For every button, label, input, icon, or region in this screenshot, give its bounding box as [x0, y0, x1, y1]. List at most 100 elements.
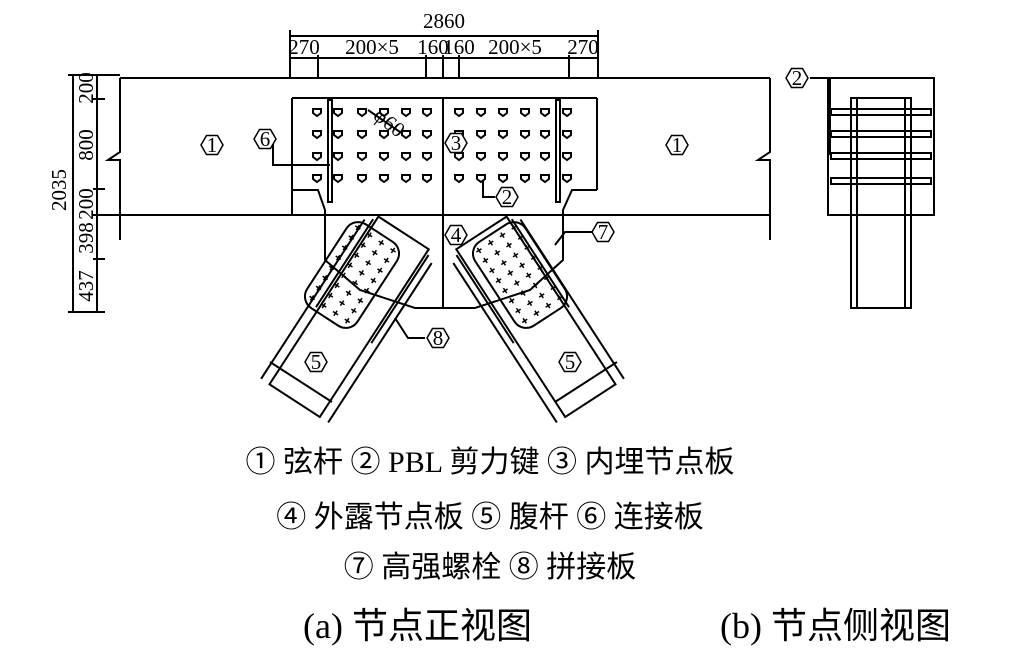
dim-seg-left: 200 — [74, 188, 98, 220]
pbl-hole — [562, 108, 572, 118]
bolt — [371, 249, 378, 256]
pbl-hole — [520, 174, 530, 184]
pbl-hole — [379, 152, 389, 162]
hole-diameter-leader — [367, 109, 401, 133]
bolt — [519, 262, 525, 269]
dim-seg-left: 200 — [74, 72, 98, 104]
bolt — [335, 254, 342, 261]
leader-splice-plate — [394, 317, 425, 339]
hexagon-tag-icon — [495, 186, 519, 208]
pbl-hole — [562, 174, 572, 184]
bolt — [502, 287, 509, 294]
web-right-break-line — [554, 361, 618, 403]
tag-connection-plate: 6 — [253, 127, 277, 151]
tag-number: 1 — [207, 133, 218, 157]
bolt — [363, 287, 370, 294]
legend-line-2: ④ 外露节点板 ⑤ 腹杆 ⑥ 连接板 — [276, 501, 704, 534]
tag-embedded-gusset: 3 — [444, 131, 468, 155]
pbl-hole — [357, 152, 367, 162]
tag-number: 3 — [451, 131, 462, 155]
tag-number: 4 — [451, 223, 462, 247]
pbl-hole — [540, 108, 550, 118]
pbl-hole — [379, 108, 389, 118]
bolt — [353, 252, 360, 259]
tag-chord-left: 1 — [200, 133, 224, 157]
bolt — [543, 274, 550, 281]
pbl-hole — [454, 108, 464, 118]
tag-number: 8 — [433, 326, 444, 350]
tag-pbl-key-side: 2 — [785, 66, 809, 90]
bolt — [350, 307, 357, 314]
bolt — [489, 267, 495, 274]
bolt — [545, 302, 552, 309]
dim-seg-left: 437 — [74, 270, 98, 302]
bolt — [322, 274, 329, 281]
hexagon-tag-icon — [200, 134, 224, 156]
chord-front — [104, 77, 771, 240]
tag-hs-bolt: 7 — [591, 220, 615, 244]
pbl-hole — [498, 152, 508, 162]
pbl-hole — [357, 130, 367, 140]
pbl-rib — [830, 108, 932, 116]
pbl-rib — [830, 177, 932, 185]
exposed-gusset-plate — [324, 215, 564, 309]
tag-splice-plate: 8 — [426, 326, 450, 350]
pbl-holes — [312, 108, 572, 184]
tag-web-left: 5 — [304, 350, 328, 374]
bolt — [340, 272, 347, 279]
bolt — [352, 280, 359, 286]
leader-hs-bolt — [554, 231, 592, 246]
bolt — [557, 295, 563, 301]
bolt — [500, 259, 507, 266]
bolt — [508, 297, 515, 304]
bolt — [524, 244, 531, 251]
bolt — [530, 254, 537, 261]
pbl-hole — [562, 130, 572, 140]
dim-ticks-left — [68, 74, 120, 313]
tag-number: 2 — [502, 185, 513, 209]
hexagon-tag-icon — [426, 327, 450, 349]
pbl-hole — [498, 130, 508, 140]
dim-seg-top: 200×5 — [345, 35, 399, 59]
bolt — [377, 267, 383, 274]
bolt — [333, 282, 340, 289]
pbl-hole — [401, 174, 411, 184]
pbl-hole — [476, 152, 486, 162]
bolt — [532, 282, 539, 289]
bolt — [513, 280, 520, 286]
dim-seg-top: 160 — [417, 35, 449, 59]
bolt — [517, 234, 524, 241]
tag-number: 6 — [260, 127, 271, 151]
dim-total-left: 2035 — [47, 169, 71, 211]
bolt — [332, 310, 339, 317]
bolt — [495, 277, 502, 284]
dim-seg-left: 398 — [74, 222, 98, 254]
hexagon-tag-icon — [444, 224, 468, 246]
tag-number: 2 — [792, 66, 803, 90]
pbl-hole — [422, 174, 432, 184]
bolt — [525, 272, 532, 279]
pbl-hole — [357, 108, 367, 118]
pbl-hole — [498, 174, 508, 184]
bolt — [506, 242, 512, 249]
bolt — [339, 300, 346, 307]
connection-plate-right — [555, 99, 561, 203]
dim-seg-top: 200×5 — [488, 35, 542, 59]
hexagon-tag-icon — [558, 351, 582, 373]
leader-connection-plate — [272, 140, 330, 166]
pbl-rib — [830, 130, 932, 138]
embedded-gusset-plate — [291, 97, 598, 308]
bolt — [499, 232, 506, 239]
hexagon-tag-icon — [253, 128, 277, 150]
tag-number: 1 — [672, 133, 683, 157]
pbl-rib — [830, 152, 932, 160]
pbl-hole — [312, 108, 322, 118]
bolt — [327, 292, 334, 299]
pbl-hole — [312, 174, 322, 184]
pbl-hole — [379, 130, 389, 140]
pbl-hole — [562, 152, 572, 162]
pbl-hole — [422, 130, 432, 140]
bolt — [315, 284, 322, 291]
